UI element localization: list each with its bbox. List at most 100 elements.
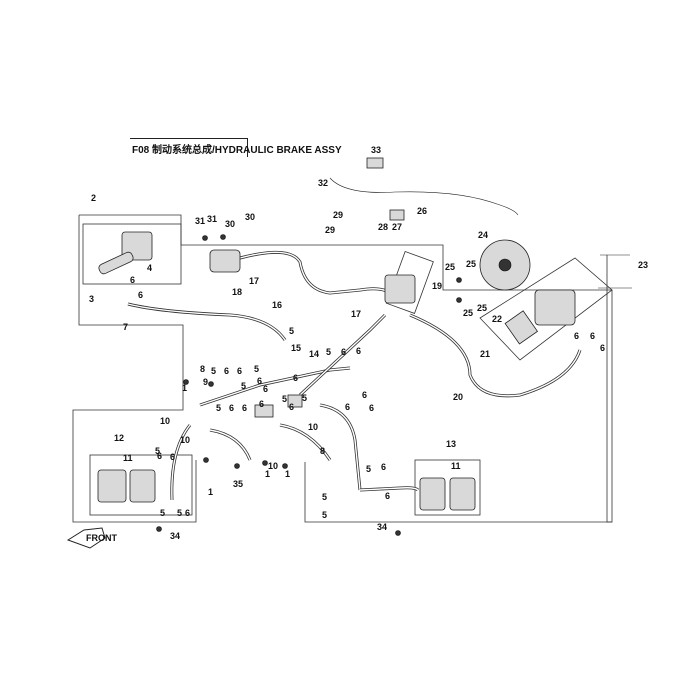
rear-caliper-frame — [479, 257, 613, 361]
callout-1: 1 — [182, 383, 187, 393]
callout-5: 5 — [322, 510, 327, 520]
callout-8: 8 — [320, 446, 325, 456]
front-label: FRONT — [86, 533, 117, 543]
junction-block-left — [254, 404, 274, 418]
callout-29: 29 — [333, 210, 343, 220]
callout-6: 6 — [170, 452, 175, 462]
callout-6: 6 — [185, 508, 190, 518]
callout-1: 1 — [208, 487, 213, 497]
right-pad-part — [449, 477, 476, 511]
callout-25: 25 — [463, 308, 473, 318]
callout-5: 5 — [302, 393, 307, 403]
bottom-outline-frame — [304, 462, 612, 523]
callout-18: 18 — [232, 287, 242, 297]
callout-6: 6 — [157, 451, 162, 461]
callout-3: 3 — [89, 294, 94, 304]
front-direction-arrow: FRONT — [66, 527, 117, 549]
parking-cable — [329, 177, 519, 216]
callout-6: 6 — [574, 331, 579, 341]
callout-33: 33 — [371, 145, 381, 155]
reservoir-part — [209, 249, 241, 273]
callout-14: 14 — [309, 349, 319, 359]
callout-7: 7 — [123, 322, 128, 332]
callout-29: 29 — [325, 225, 335, 235]
callout-6: 6 — [242, 403, 247, 413]
junction-block-right — [287, 394, 303, 408]
pushrod-part — [98, 251, 134, 275]
callout-6: 6 — [237, 366, 242, 376]
callout-34: 34 — [170, 531, 180, 541]
brake-line-14 — [199, 366, 351, 407]
callout-34: 34 — [377, 522, 387, 532]
callout-6: 6 — [289, 402, 294, 412]
callout-5: 5 — [211, 366, 216, 376]
callout-6: 6 — [600, 343, 605, 353]
callout-6: 6 — [341, 347, 346, 357]
callout-6: 6 — [229, 403, 234, 413]
master-cylinder-group-frame — [82, 223, 182, 285]
callout-6: 6 — [224, 366, 229, 376]
callout-10: 10 — [180, 435, 190, 445]
callout-12: 12 — [114, 433, 124, 443]
brake-line-10-right — [319, 403, 362, 491]
diagram-title: F08 制动系统总成/HYDRAULIC BRAKE ASSY — [132, 145, 342, 156]
callout-5: 5 — [366, 464, 371, 474]
callout-21: 21 — [480, 349, 490, 359]
callout-25: 25 — [445, 262, 455, 272]
callout-6: 6 — [293, 373, 298, 383]
left-caliper-frame — [89, 454, 193, 516]
callout-6: 6 — [590, 331, 595, 341]
callout-6: 6 — [345, 402, 350, 412]
callout-6: 6 — [385, 491, 390, 501]
callout-5: 5 — [155, 446, 160, 456]
callout-15: 15 — [291, 343, 301, 353]
callout-11: 11 — [451, 461, 461, 471]
left-outline-frame — [72, 215, 197, 523]
callout-31: 31 — [195, 216, 205, 226]
callout-6: 6 — [263, 384, 268, 394]
callout-6: 6 — [369, 403, 374, 413]
callout-16: 16 — [272, 300, 282, 310]
callout-5: 5 — [216, 403, 221, 413]
rear-pad-part — [504, 310, 539, 345]
callout-10: 10 — [268, 461, 278, 471]
callout-5: 5 — [160, 508, 165, 518]
callout-5: 5 — [177, 508, 182, 518]
callout-10: 10 — [308, 422, 318, 432]
callout-22: 22 — [492, 314, 502, 324]
callout-17: 17 — [351, 309, 361, 319]
callout-19: 19 — [432, 281, 442, 291]
callout-30: 30 — [225, 219, 235, 229]
callout-31: 31 — [207, 214, 217, 224]
callout-5: 5 — [322, 492, 327, 502]
callout-8: 8 — [200, 364, 205, 374]
callout-6: 6 — [356, 346, 361, 356]
callout-6: 6 — [381, 462, 386, 472]
callout-6: 6 — [257, 376, 262, 386]
callout-11: 11 — [123, 453, 133, 463]
callout-30: 30 — [245, 212, 255, 222]
left-caliper-part — [129, 469, 156, 503]
parking-lever-part — [366, 157, 384, 169]
callout-20: 20 — [453, 392, 463, 402]
fittings — [156, 234, 462, 536]
callout-27: 27 — [392, 222, 402, 232]
callout-32: 32 — [318, 178, 328, 188]
callout-5: 5 — [241, 381, 246, 391]
rear-master-cylinder-part — [384, 274, 416, 304]
callout-28: 28 — [378, 222, 388, 232]
callout-25: 25 — [477, 303, 487, 313]
callout-1: 1 — [265, 469, 270, 479]
callout-10: 10 — [160, 416, 170, 426]
title-frame — [130, 138, 248, 157]
callout-6: 6 — [138, 290, 143, 300]
callout-2: 2 — [91, 193, 96, 203]
callout-35: 35 — [233, 479, 243, 489]
brake-switch-part — [389, 209, 405, 221]
brake-line-16 — [239, 250, 397, 301]
callout-9: 9 — [203, 377, 208, 387]
callout-6: 6 — [259, 399, 264, 409]
callout-5: 5 — [289, 326, 294, 336]
brake-line-10-center — [209, 428, 252, 461]
callout-24: 24 — [478, 230, 488, 240]
